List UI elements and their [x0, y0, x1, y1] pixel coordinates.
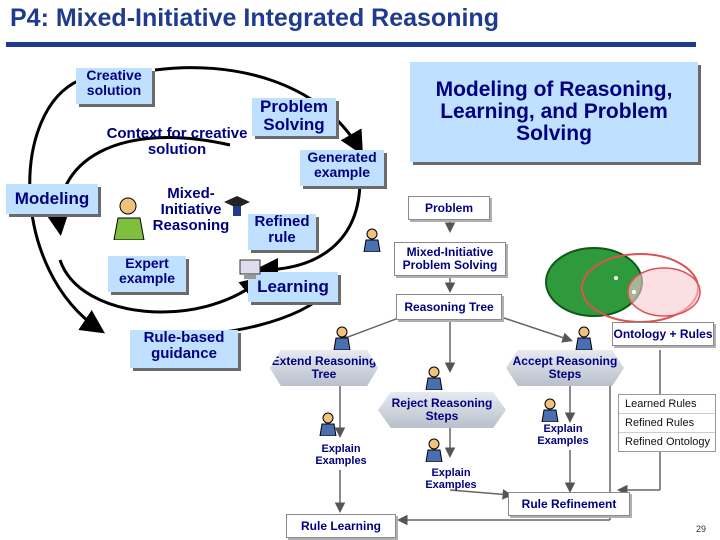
explain-examples-1: Explain Examples: [315, 443, 367, 467]
refined-rule-callout: Refined rule: [248, 214, 316, 250]
modeling-label: Modeling: [14, 189, 90, 208]
knowledge-legend: Learned Rules Refined Rules Refined Onto…: [618, 394, 716, 452]
refined-rule-label: Refined rule: [254, 213, 310, 246]
explain-examples-3: Explain Examples: [425, 467, 477, 491]
learned-rules-row: Learned Rules: [619, 395, 715, 414]
accept-node: Accept Reasoning Steps: [506, 350, 624, 386]
mips-node: Mixed-Initiative Problem Solving: [394, 242, 506, 276]
lower-arc: [58, 259, 265, 314]
user-icon-4: [425, 366, 443, 390]
reject-label: Reject Reasoning Steps: [391, 396, 493, 423]
title-underline: [6, 42, 696, 47]
expert-person-icon: [113, 197, 145, 240]
mixed-initiative-label: Mixed-Initiative Reasoning: [152, 185, 230, 234]
ontology-rules-label: Ontology + Rules: [613, 327, 713, 341]
user-icon-5: [319, 412, 337, 436]
computer-icon: [239, 259, 261, 279]
rule-guidance-callout: Rule-based guidance: [130, 330, 238, 368]
refined-ontology-row: Refined Ontology: [625, 436, 710, 448]
problem-solving-callout: Problem Solving: [252, 98, 336, 136]
problem-solving-label: Problem Solving: [259, 97, 329, 134]
rule-learning-label: Rule Learning: [300, 519, 381, 533]
reject-node: Reject Reasoning Steps: [378, 392, 506, 428]
user-icon-6: [541, 398, 559, 422]
rule-refinement-label: Rule Refinement: [521, 497, 617, 511]
headline-callout: Modeling of Reasoning, Learning, and Pro…: [410, 62, 698, 162]
problem-node: Problem: [408, 196, 490, 220]
rule-learning-node: Rule Learning: [286, 514, 396, 538]
learning-callout: Learning: [248, 272, 338, 302]
user-icon-3: [575, 326, 593, 350]
context-label: Context for creative solution: [106, 125, 248, 158]
rule-refinement-node: Rule Refinement: [508, 492, 630, 516]
generated-example-label: Generated example: [307, 149, 377, 180]
user-icon-7: [425, 438, 443, 462]
mips-node-label: Mixed-Initiative Problem Solving: [402, 244, 498, 272]
page-title: P4: Mixed-Initiative Integrated Reasonin…: [10, 4, 499, 32]
extend-node: Extend Reasoning Tree: [270, 350, 378, 386]
outer-top-arc: [154, 66, 363, 156]
rule-guidance-label: Rule-based guidance: [143, 329, 225, 362]
user-icon-1: [363, 228, 381, 252]
reasoning-tree-node: Reasoning Tree: [396, 294, 502, 320]
learning-label: Learning: [257, 277, 329, 296]
refined-rules-row: Refined Rules: [619, 414, 715, 433]
creative-solution-callout: Creative solution: [76, 68, 152, 104]
extend-label: Extend Reasoning Tree: [271, 354, 377, 381]
modeling-callout: Modeling: [6, 184, 98, 214]
problem-node-label: Problem: [424, 201, 473, 215]
inner-right-arc: [254, 179, 362, 282]
headline-text: Modeling of Reasoning, Learning, and Pro…: [435, 77, 673, 146]
expert-example-callout: Expert example: [108, 256, 186, 292]
reasoning-tree-label: Reasoning Tree: [404, 300, 494, 314]
accept-label: Accept Reasoning Steps: [512, 354, 618, 381]
page-number: 29: [695, 524, 706, 534]
ontology-venn: [545, 247, 701, 323]
generated-example-callout: Generated example: [300, 150, 384, 186]
explain-examples-2: Explain Examples: [537, 423, 589, 447]
expert-example-label: Expert example: [118, 255, 176, 286]
grad-cap-icon: [224, 196, 250, 216]
user-icon-2: [333, 326, 351, 350]
ontology-rules-node: Ontology + Rules: [612, 322, 714, 346]
creative-solution-label: Creative solution: [86, 67, 142, 98]
